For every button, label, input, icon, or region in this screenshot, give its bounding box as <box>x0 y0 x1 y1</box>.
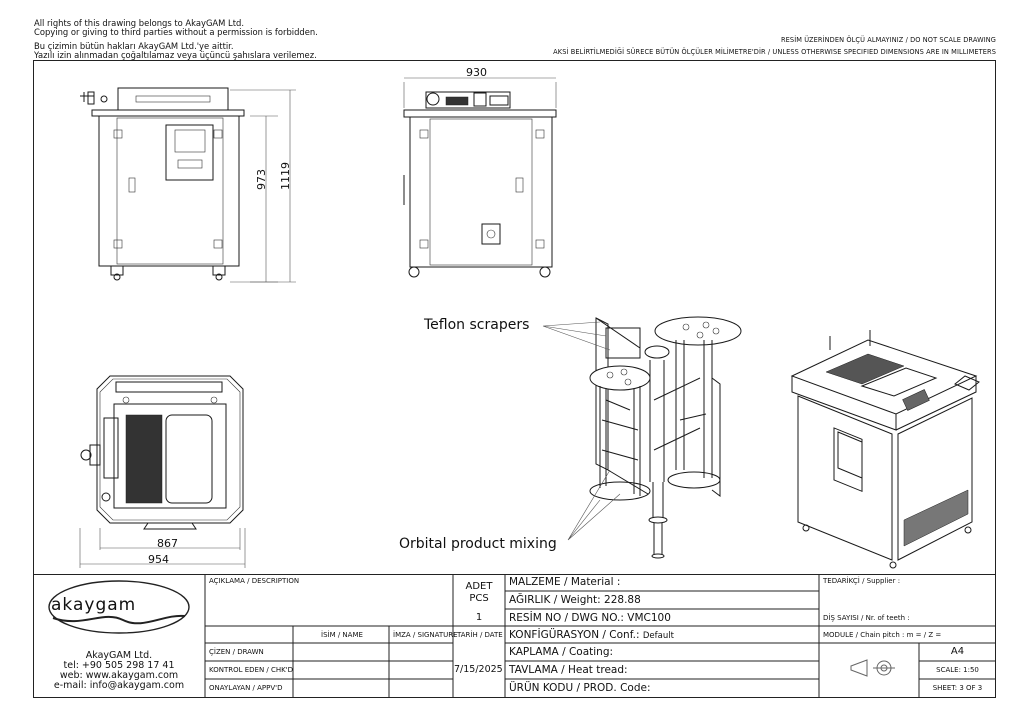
copyright-line-3: Bu çizimin bütün hakları AkayGAM Ltd.'ye… <box>34 40 234 51</box>
checked-label: KONTROL EDEN / CHK'D <box>209 666 294 674</box>
dim-depth-inner: 867 <box>157 537 178 550</box>
signature-label: İMZA / SIGNATURE <box>393 631 458 639</box>
description-label: AÇIKLAMA / DESCRIPTION <box>209 577 300 585</box>
conf-label: KONFİGÜRASYON / Conf.: <box>509 629 640 641</box>
units-note: AKSİ BELİRTİLMEDİĞİ SÜRECE BÜTÜN ÖLÇÜLER… <box>553 48 996 56</box>
company-email: e-mail: info@akaygam.com <box>53 680 185 691</box>
product-code-label: ÜRÜN KODU / PROD. Code: <box>509 682 651 694</box>
dwg-number: RESİM NO / DWG NO.: VMC100 <box>509 612 671 624</box>
callout-teflon-scrapers: Teflon scrapers <box>424 317 530 333</box>
title-block: akaygam AkayGAM Ltd. tel: +90 505 298 17… <box>33 574 996 698</box>
drawn-label: ÇİZEN / DRAWN <box>209 648 264 656</box>
company-logo-text: akaygam <box>51 595 137 615</box>
configuration-label: KONFİGÜRASYON / Conf.: Default <box>509 629 674 641</box>
module-label: MODULE / Chain pitch : m = / Z = <box>823 631 942 639</box>
company-name: AkayGAM Ltd. <box>85 650 153 661</box>
front-view <box>80 87 245 281</box>
date-value: 7/15/2025 <box>454 664 503 675</box>
isometric-view <box>790 330 980 569</box>
company-tel: tel: +90 505 298 17 41 <box>63 660 175 671</box>
qty-label-1: ADET <box>465 581 493 592</box>
top-view <box>80 375 244 530</box>
coating-label: KAPLAMA / Coating: <box>509 646 614 658</box>
dim-height-total: 1119 <box>279 162 292 190</box>
name-label: İSİM / NAME <box>321 631 363 639</box>
copyright-line-2: Copying or giving to third parties witho… <box>34 27 318 38</box>
side-view <box>403 91 557 278</box>
date-label: TARİH / DATE <box>457 631 503 639</box>
title-block-grid <box>33 574 996 698</box>
logo-ellipse <box>48 580 190 634</box>
dim-depth-total: 954 <box>148 553 169 566</box>
company-web: web: www.akaygam.com <box>59 670 179 681</box>
sheet-number: SHEET: 3 OF 3 <box>932 684 983 692</box>
supplier-label: TEDARİKÇİ / Supplier : <box>823 577 901 585</box>
copyright-line-4: Yazılı izin alınmadan çoğaltılamaz veya … <box>34 50 317 61</box>
approved-label: ONAYLAYAN / APPV'D <box>209 684 283 692</box>
teeth-label: DİŞ SAYISI / Nr. of teeth : <box>823 614 910 622</box>
conf-value: Default <box>642 631 674 641</box>
dim-width-side: 930 <box>466 66 487 79</box>
material-label: MALZEME / Material : <box>509 576 621 588</box>
scale-note: RESİM ÜZERİNDEN ÖLÇÜ ALMAYINIZ / DO NOT … <box>780 36 996 44</box>
dim-height-inner: 973 <box>255 169 268 190</box>
mixer-assembly <box>589 316 742 559</box>
qty-label-2: PCS <box>469 593 489 604</box>
qty-value: 1 <box>475 612 483 623</box>
projection-symbol-icon <box>850 659 895 677</box>
drawing-views <box>79 77 980 569</box>
weight-label: AĞIRLIK / Weight: 228.88 <box>509 594 641 606</box>
callout-orbital-mixing: Orbital product mixing <box>399 536 557 552</box>
dimension-lines <box>79 77 557 568</box>
heat-treatment-label: TAVLAMA / Heat tread: <box>509 664 628 676</box>
copyright-notice: All rights of this drawing belongs to Ak… <box>34 18 318 61</box>
scale: SCALE: 1:50 <box>936 666 979 674</box>
paper-size: A4 <box>950 646 965 657</box>
copyright-line-1: All rights of this drawing belongs to Ak… <box>34 18 244 28</box>
